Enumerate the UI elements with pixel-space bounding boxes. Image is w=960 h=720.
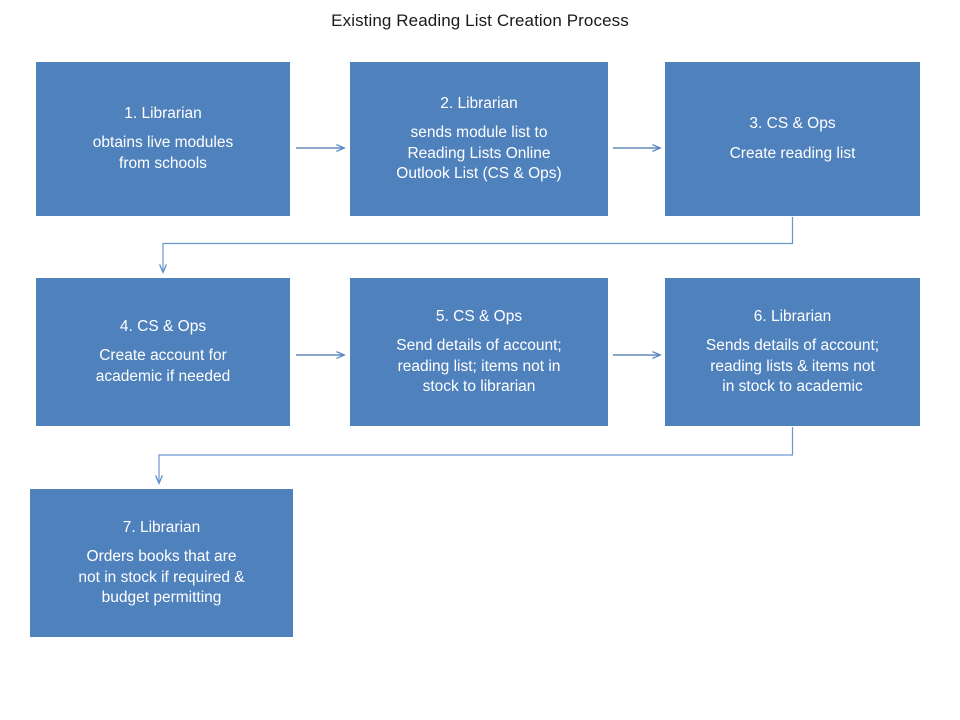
arrow-6-to-7: [159, 427, 794, 483]
process-box-6-body: Sends details of account; reading lists …: [705, 337, 880, 395]
process-box-4-body: Create account for academic if needed: [95, 347, 231, 385]
process-box-1-body: obtains live modules from schools: [92, 134, 234, 172]
process-box-1-header: 1. Librarian: [124, 105, 202, 123]
process-box-5-header: 5. CS & Ops: [435, 308, 523, 326]
process-box-3-header: 3. CS & Ops: [749, 115, 836, 133]
process-box-2-header: 2. Librarian: [440, 95, 518, 113]
process-box-6-header: 6. Librarian: [753, 308, 832, 326]
process-box-3[interactable]: 3. CS & Ops Create reading list: [665, 62, 920, 216]
process-box-3-body: Create reading list: [729, 144, 856, 162]
process-box-5-body: Send details of account; reading list; i…: [396, 337, 562, 395]
process-box-4[interactable]: 4. CS & Ops Create account for academic …: [36, 278, 290, 426]
process-box-1[interactable]: 1. Librarian obtains live modules from s…: [36, 62, 290, 216]
process-box-2[interactable]: 2. Librarian sends module list to Readin…: [350, 62, 608, 216]
process-box-6[interactable]: 6. Librarian Sends details of account; r…: [665, 278, 920, 426]
page-title: Existing Reading List Creation Process: [331, 11, 629, 30]
process-box-4-header: 4. CS & Ops: [119, 318, 207, 336]
process-box-5[interactable]: 5. CS & Ops Send details of account; rea…: [350, 278, 608, 426]
process-box-2-body: sends module list to Reading Lists Onlin…: [396, 124, 562, 182]
process-box-7[interactable]: 7. Librarian Orders books that are not i…: [30, 489, 293, 637]
process-box-7-body: Orders books that are not in stock if re…: [78, 548, 245, 606]
process-box-7-header: 7. Librarian: [122, 519, 201, 537]
arrow-3-to-4: [163, 217, 794, 272]
